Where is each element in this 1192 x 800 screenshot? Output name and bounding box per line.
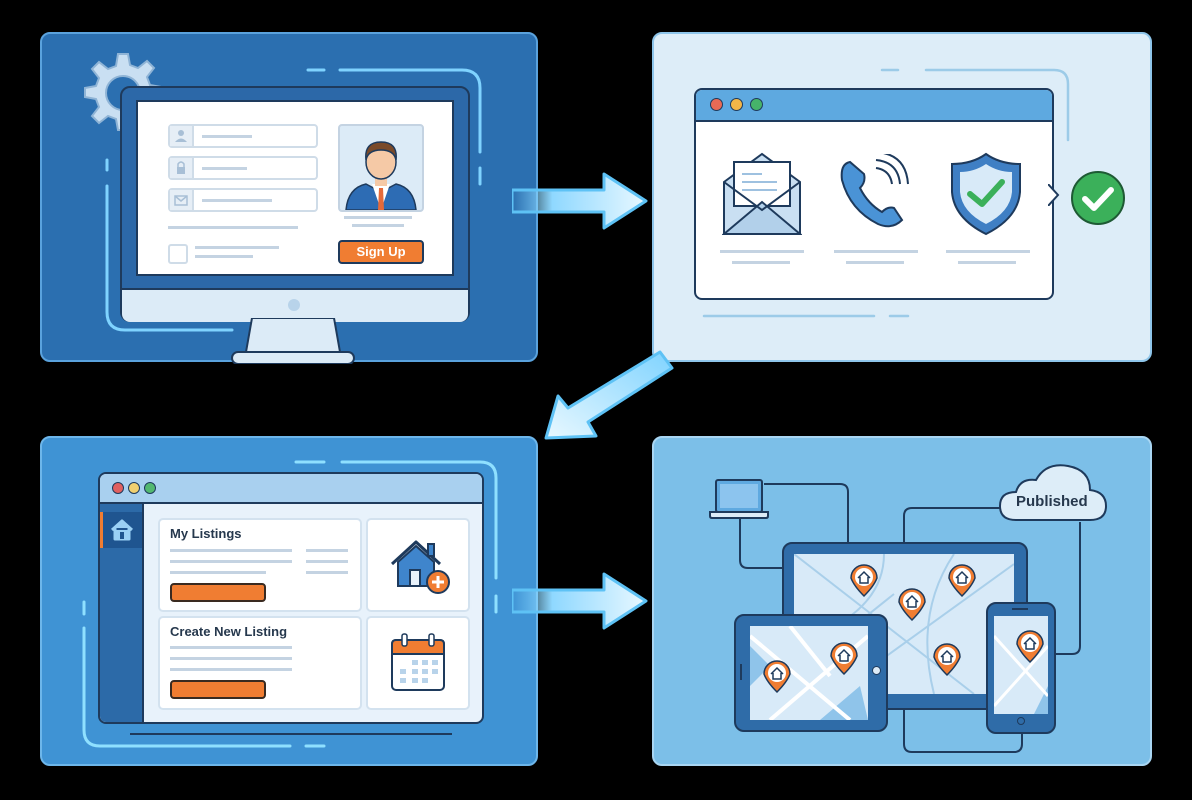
dashboard-step-panel: My Listings Create New Listing xyxy=(40,436,538,766)
create-listing-card[interactable]: Create New Listing xyxy=(158,616,362,710)
placeholder-line xyxy=(202,135,252,138)
power-indicator xyxy=(288,299,300,311)
monitor-chin xyxy=(122,288,468,322)
my-listings-card[interactable]: My Listings xyxy=(158,518,362,612)
dashboard-window: My Listings Create New Listing xyxy=(98,472,484,724)
tablet-map-view[interactable] xyxy=(750,626,868,720)
tablet-device xyxy=(734,614,888,732)
text-line xyxy=(170,646,292,649)
text-line xyxy=(846,261,904,264)
person-avatar-icon xyxy=(345,141,417,210)
verification-window xyxy=(694,88,1054,300)
text-line xyxy=(732,261,790,264)
password-input[interactable] xyxy=(168,156,318,180)
user-icon xyxy=(170,126,194,146)
monitor-stand xyxy=(231,318,355,364)
phone-map-view[interactable] xyxy=(994,616,1048,714)
desktop-monitor: Sign Up xyxy=(120,86,470,322)
maximize-dot[interactable] xyxy=(144,482,156,494)
text-line xyxy=(720,250,804,253)
connection-lines xyxy=(739,483,1081,753)
text-line xyxy=(344,216,412,219)
lock-icon xyxy=(170,158,194,178)
home-icon xyxy=(110,519,134,541)
text-line xyxy=(170,657,292,660)
avatar xyxy=(338,124,424,212)
sidebar xyxy=(100,504,144,722)
verified-check-icon xyxy=(1071,171,1125,225)
arrow-down-left-icon xyxy=(544,350,674,440)
email-input[interactable] xyxy=(168,188,318,212)
create-listing-button[interactable] xyxy=(170,680,266,699)
minimize-dot[interactable] xyxy=(128,482,140,494)
text-line xyxy=(306,549,348,552)
terms-checkbox[interactable] xyxy=(168,244,188,264)
signup-form-screen: Sign Up xyxy=(136,100,454,276)
arrow-right-icon xyxy=(512,172,648,230)
tablet-home-button xyxy=(872,666,881,675)
text-line xyxy=(958,261,1016,264)
minimize-dot[interactable] xyxy=(730,98,743,111)
phone-call-icon xyxy=(840,154,909,228)
text-line xyxy=(195,246,279,249)
glow-lines-decoration xyxy=(105,68,482,332)
text-line xyxy=(352,224,404,227)
phone-home-button xyxy=(1017,717,1025,725)
username-input[interactable] xyxy=(168,124,318,148)
add-house-card[interactable] xyxy=(366,518,470,612)
decor-lines xyxy=(702,68,1070,318)
security-shield-check-icon xyxy=(951,152,1021,236)
card-title: Create New Listing xyxy=(170,624,288,639)
smartphone-device xyxy=(986,602,1056,734)
verification-step-panel xyxy=(652,32,1152,362)
text-line xyxy=(306,571,348,574)
text-line xyxy=(170,549,292,552)
window-titlebar xyxy=(100,474,482,504)
text-line xyxy=(195,255,253,258)
email-envelope-icon xyxy=(722,152,802,235)
view-listings-button[interactable] xyxy=(170,583,266,602)
text-line xyxy=(170,560,292,563)
house-add-icon xyxy=(390,540,450,594)
envelope-icon xyxy=(170,190,194,210)
text-line xyxy=(306,560,348,563)
placeholder-line xyxy=(202,167,247,170)
callout-pointer xyxy=(1048,184,1060,206)
calendar-icon xyxy=(391,633,445,691)
publish-step-panel: Published xyxy=(652,436,1152,766)
sidebar-item-home[interactable] xyxy=(100,512,142,548)
glow-lines-decoration xyxy=(82,460,498,748)
card-title: My Listings xyxy=(170,526,242,541)
text-line xyxy=(834,250,918,253)
tablet-side-button xyxy=(740,664,742,680)
text-line xyxy=(170,668,292,671)
text-line xyxy=(170,571,266,574)
laptop-icon xyxy=(709,479,769,519)
signup-step-panel: Sign Up xyxy=(40,32,538,364)
maximize-dot[interactable] xyxy=(750,98,763,111)
placeholder-line xyxy=(202,199,272,202)
text-line xyxy=(168,226,298,229)
calendar-card[interactable] xyxy=(366,616,470,710)
sign-up-button[interactable]: Sign Up xyxy=(338,240,424,264)
close-dot[interactable] xyxy=(710,98,723,111)
text-line xyxy=(946,250,1030,253)
phone-speaker xyxy=(1012,608,1028,610)
cloud-icon xyxy=(998,464,1108,521)
window-titlebar xyxy=(696,90,1052,122)
close-dot[interactable] xyxy=(112,482,124,494)
arrow-right-icon xyxy=(512,572,648,630)
published-label: Published xyxy=(1016,493,1088,510)
